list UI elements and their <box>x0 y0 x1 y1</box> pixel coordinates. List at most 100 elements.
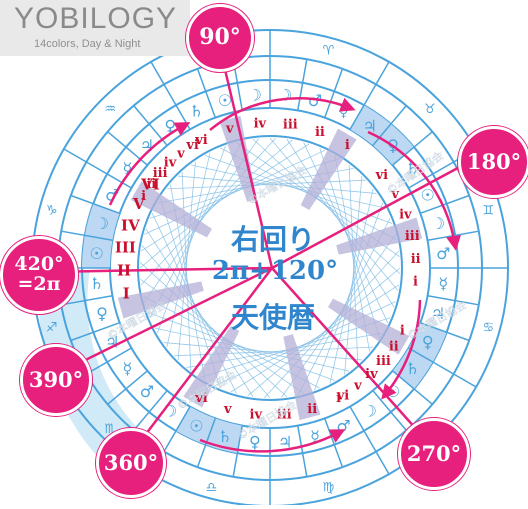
planet-glyph: ☽ <box>278 86 292 105</box>
roman-numeral: vi <box>194 391 208 406</box>
roman-numeral: i <box>141 189 146 204</box>
planet-glyph: ♃ <box>431 304 445 323</box>
roman-numeral: v <box>176 146 185 161</box>
center-line1: 右回り <box>230 223 315 256</box>
lattice-line <box>140 137 276 286</box>
planet-glyph: ♄ <box>218 427 232 446</box>
roman-numeral: ii <box>315 125 325 140</box>
zodiac-divider <box>453 373 477 388</box>
planet-glyph: ☉ <box>89 244 103 263</box>
roman-numeral: V <box>132 195 145 213</box>
roman-numeral: i <box>400 324 405 339</box>
pink-radial-lines <box>44 39 483 456</box>
lattice-line <box>230 284 400 393</box>
roman-numeral: ii <box>307 402 317 417</box>
roman-numeral: vi <box>194 133 208 148</box>
planet-glyph: ☽ <box>248 86 262 105</box>
cell-divider <box>349 84 377 130</box>
roman-numeral: iv <box>399 207 412 222</box>
roman-numeral: i <box>336 391 341 406</box>
roman-numeral: I <box>123 284 130 302</box>
roman-numeral: iv <box>250 407 263 422</box>
inner-ring <box>137 135 403 401</box>
lattice-line <box>247 267 401 397</box>
cell-divider <box>70 194 120 214</box>
spoke <box>219 115 257 202</box>
roman-numeral: ii <box>411 252 421 267</box>
spoke <box>130 181 212 238</box>
zodiac-divider <box>63 148 87 163</box>
badge-420: 420° =2π <box>0 236 78 314</box>
roman-numeral: II <box>117 262 131 280</box>
roman-numeral: vi <box>185 138 199 153</box>
lattice-line <box>163 342 362 361</box>
roman-numeral: v <box>390 187 399 202</box>
highlight-cell <box>408 322 447 362</box>
zodiac-glyph: ♊ <box>482 204 494 219</box>
cell-divider <box>163 84 191 130</box>
planet-glyph: ♂ <box>436 244 450 263</box>
lattice-line <box>344 176 363 375</box>
badge-420-line2: =2π <box>17 273 61 295</box>
cell-divider <box>372 105 407 146</box>
cell-divider <box>392 131 433 166</box>
badge-390: 390° <box>20 344 92 416</box>
zodiac-glyph: ♐ <box>46 320 58 335</box>
roman-numeral: iii <box>376 354 391 369</box>
cell-divider <box>420 322 470 342</box>
planet-glyph: ☿ <box>310 427 320 446</box>
spoke <box>328 298 410 355</box>
planet-glyph: ☉ <box>421 185 435 204</box>
planet-glyph: ☽ <box>431 214 445 233</box>
zodiac-glyph: ♒ <box>104 102 116 117</box>
planet-glyph: ♂ <box>308 91 322 110</box>
planet-glyph: ☿ <box>438 274 448 293</box>
highlight-cell <box>176 406 216 445</box>
roman-numeral: v <box>353 379 362 394</box>
cell-divider <box>86 347 132 375</box>
lattice-line <box>166 179 366 190</box>
roman-numeral: iv <box>365 367 378 382</box>
cell-divider <box>61 230 113 241</box>
spoke <box>117 281 204 319</box>
cell-divider <box>349 406 377 452</box>
planet-glyph: ♄ <box>405 159 419 178</box>
roman-numeral: i <box>345 138 350 153</box>
lattice-line <box>348 164 359 364</box>
direction-arrows <box>108 97 461 453</box>
lattice-line <box>177 161 196 360</box>
planet-glyph: ♃ <box>363 116 377 135</box>
highlight-cell <box>84 203 120 241</box>
cell-divider <box>232 425 243 477</box>
zodiac-glyph: ♎ <box>206 480 218 495</box>
spoke <box>183 326 240 408</box>
center-line3: 天使暦 <box>230 301 315 334</box>
badge-180: 180° <box>458 126 528 198</box>
lattice-line <box>190 164 386 209</box>
cell-divider <box>297 425 308 477</box>
roman-numeral: v <box>223 402 232 417</box>
planet-glyph: ♀ <box>164 116 176 135</box>
zodiac-glyph: ♋ <box>482 320 494 335</box>
roman-numeral: iii <box>405 229 420 244</box>
lattice-line <box>154 327 350 372</box>
lattice-line <box>139 139 293 269</box>
zodiac-glyph: ♏ <box>104 422 116 437</box>
badge-360: 360° <box>96 428 166 498</box>
roman-numeral: v <box>225 122 234 137</box>
planet-glyph: ♂ <box>140 382 154 401</box>
planet-glyph: ☿ <box>123 359 133 378</box>
spoke <box>283 334 321 421</box>
planet-cells <box>32 30 508 506</box>
lavender-spokes <box>117 115 423 421</box>
zodiac-divider <box>375 61 390 85</box>
cell-divider <box>420 194 470 214</box>
cell-divider <box>324 68 344 118</box>
roman-numeral: iii <box>283 117 298 132</box>
lattice-line <box>329 188 374 384</box>
center-line2: 2π+120° <box>211 256 339 286</box>
lattice-line <box>181 172 192 372</box>
badge-270: 270° <box>398 418 470 490</box>
